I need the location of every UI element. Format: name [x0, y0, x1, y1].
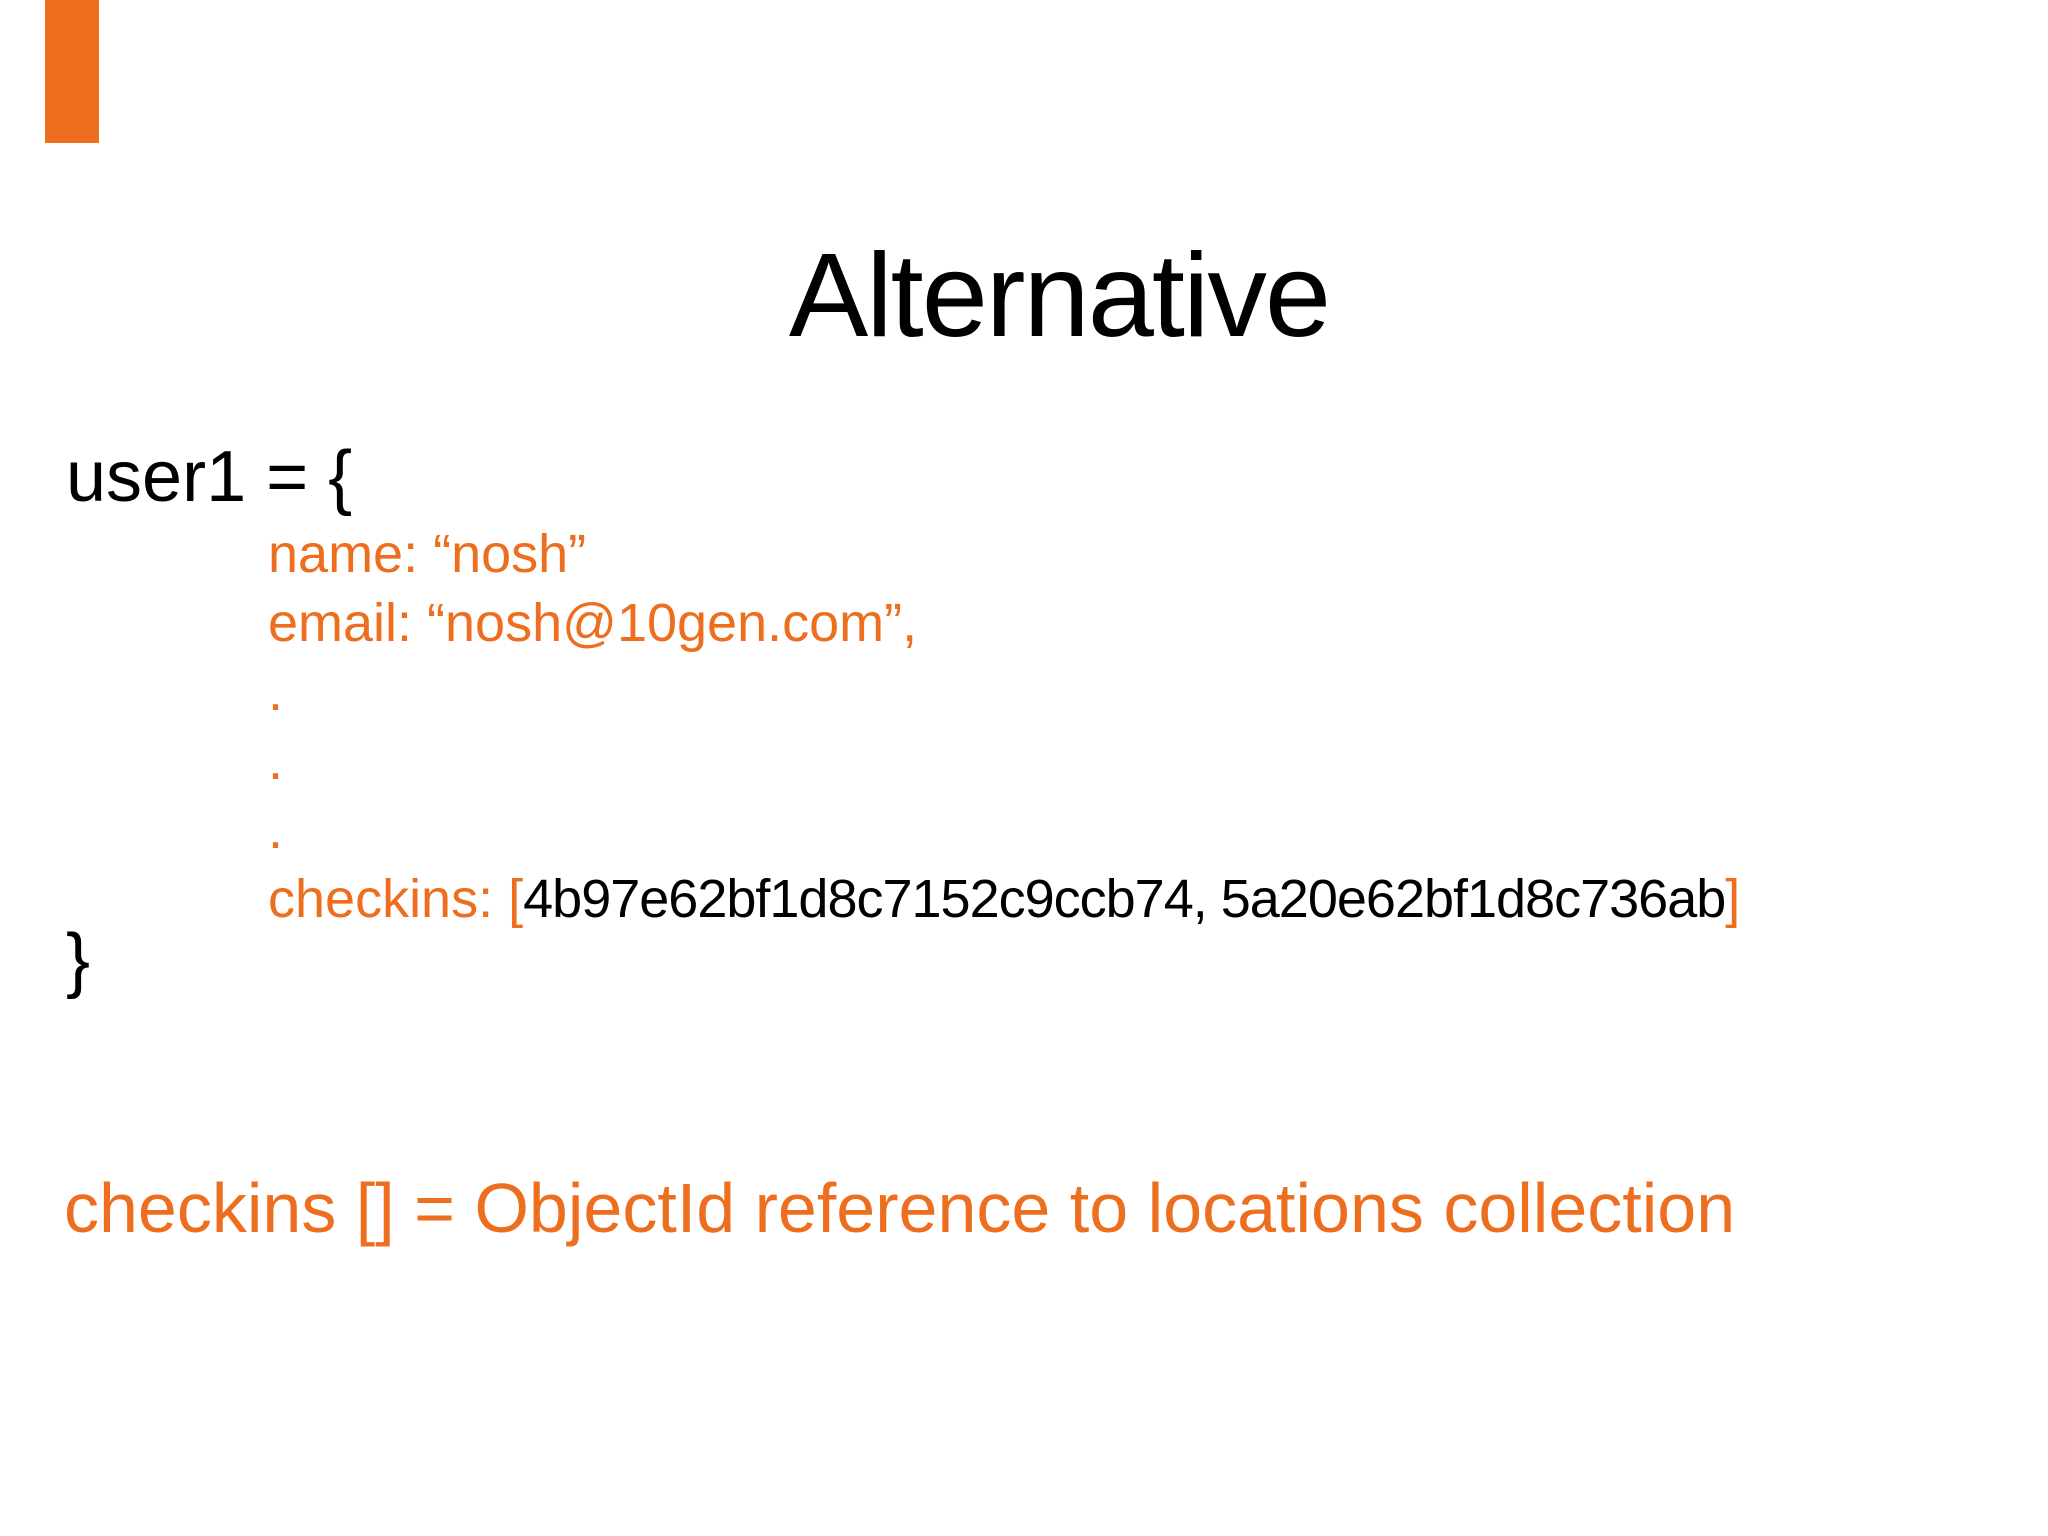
code-line-ellipsis-dot: .	[268, 800, 284, 860]
checkins-objectid-values: 4b97e62bf1d8c7152c9ccb74, 5a20e62bf1d8c7…	[523, 869, 1726, 929]
page-title: Alternative	[788, 228, 1331, 362]
checkins-label: checkins:	[268, 869, 494, 929]
code-line-object-open: user1 = {	[66, 437, 353, 517]
code-line-ellipsis-dot: .	[268, 662, 284, 722]
code-line-name-field: name: “nosh”	[268, 524, 587, 584]
code-line-checkins-field: checkins:[4b97e62bf1d8c7152c9ccb74, 5a20…	[66, 865, 1740, 934]
orange-accent-bar	[45, 0, 99, 143]
code-line-email-field: email: “nosh@10gen.com”,	[268, 593, 918, 653]
code-line-object-close: }	[66, 920, 91, 1000]
code-block: user1 = { name: “nosh” email: “nosh@10ge…	[66, 437, 1740, 1000]
close-bracket: ]	[1725, 869, 1741, 929]
code-line-ellipsis-dot: .	[268, 731, 284, 791]
footnote-text: checkins [] = ObjectId reference to loca…	[64, 1169, 1736, 1247]
open-bracket: [	[508, 869, 524, 929]
